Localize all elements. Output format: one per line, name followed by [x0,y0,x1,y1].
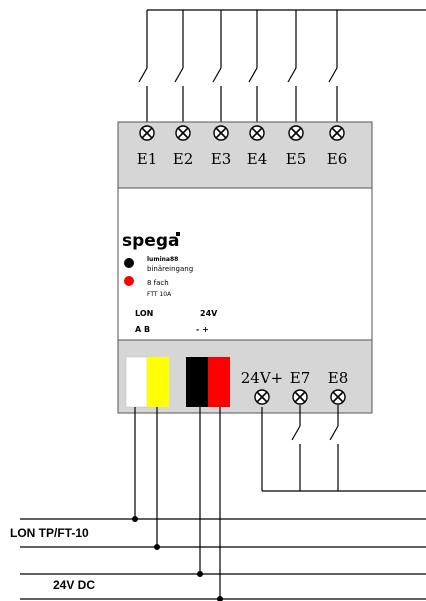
brand-name: spega [122,231,179,251]
terminal-label-e4: E4 [247,150,268,168]
brand-dot [176,232,180,236]
terminal-label-e8: E8 [328,369,349,387]
channel-count: 8 fach [147,279,169,287]
led-red [124,276,134,286]
switch-e1 [138,10,148,124]
led-black [124,258,134,268]
screw-terminal-e5-icon [288,125,304,141]
lon-bus-label: LON TP/FT-10 [10,526,89,540]
switch-e8 [329,405,339,491]
junction-lon-a [132,516,138,522]
screw-terminal-24vplus-icon [254,389,270,405]
junction-lon-b [154,544,160,550]
24v-label: 24V [200,309,218,318]
terminal-label-e2: E2 [173,150,194,168]
screw-terminal-e7-icon [292,389,308,405]
lon-b-terminal [147,357,169,407]
screw-terminal-e3-icon [213,125,229,141]
device-description: binäreingang [147,265,193,273]
switch-e3 [212,10,222,124]
lon-label: LON [135,309,153,318]
terminal-label-e5: E5 [286,150,307,168]
screw-terminal-e4-icon [249,125,265,141]
switch-e6 [328,10,338,124]
24v-plus-terminal [208,357,230,407]
screw-terminal-e6-icon [329,125,345,141]
terminal-label-e1: E1 [137,150,158,168]
screw-terminal-e8-icon [330,389,346,405]
24v-pm-label: - + [196,325,209,334]
product-name: lumina88 [147,256,178,263]
terminal-label-e7: E7 [290,369,311,387]
lon-ab-label: A B [135,325,150,334]
top-terminals: E1 E2 E3 E4 E5 E6 [137,125,348,168]
lon-a-terminal [125,356,148,408]
terminal-label-24vplus: 24V+ [241,369,284,387]
24v-minus-terminal [186,357,208,407]
terminal-label-e6: E6 [327,150,348,168]
model-number: FTT 10A [147,291,172,298]
screw-terminal-e1-icon [139,125,155,141]
switch-e2 [174,10,184,124]
switch-e7 [291,405,301,491]
terminal-label-e3: E3 [211,150,232,168]
switch-e5 [287,10,297,124]
module-body [117,187,373,341]
screw-terminal-e2-icon [175,125,191,141]
switch-e4 [248,10,258,124]
bottom-terminals: 24V+ E7 E8 [241,369,349,405]
dc-bus-label: 24V DC [53,578,95,592]
junction-24v-plus [217,596,223,601]
top-switches [138,10,338,124]
junction-24v-minus [197,571,203,577]
bottom-switches [291,405,339,491]
